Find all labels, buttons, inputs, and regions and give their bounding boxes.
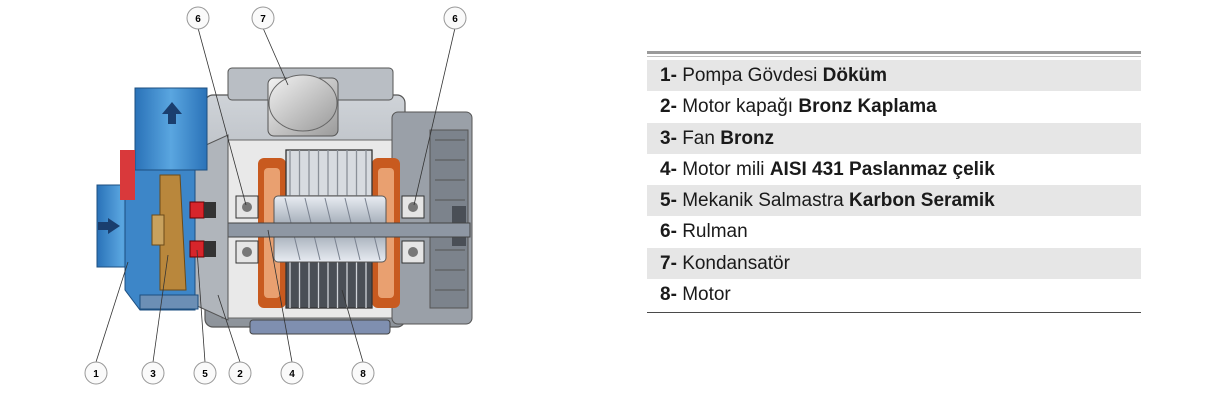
- svg-text:4: 4: [289, 369, 295, 380]
- legend-item-7: 7- Kondansatör: [647, 247, 1141, 280]
- legend-item-3: 3- Fan Bronz: [647, 122, 1141, 154]
- svg-text:8: 8: [360, 369, 366, 380]
- impeller: [159, 174, 187, 291]
- legend-item-4: 4- Motor mili AISI 431 Paslanmaz çelik: [660, 158, 995, 180]
- svg-text:1: 1: [93, 369, 99, 380]
- callout-8: 8: [351, 361, 375, 385]
- callout-4: 4: [280, 361, 304, 385]
- mechanical-seal: [189, 201, 216, 258]
- callout-7: 7: [251, 6, 275, 30]
- legend-item-8: 8- Motor: [660, 284, 731, 306]
- svg-text:6: 6: [452, 14, 458, 25]
- capacitor: [267, 74, 339, 137]
- legend-top-rule: [647, 51, 1141, 54]
- legend-item-5: 5- Mekanik Salmastra Karbon Seramik: [647, 185, 1141, 217]
- callout-6-top-right: 6: [443, 6, 467, 30]
- leader-lines: [95, 27, 456, 363]
- legend-item-6: 6- Rulman: [660, 221, 748, 243]
- legend-top-rule-thin: [647, 56, 1141, 57]
- svg-text:6: 6: [195, 14, 201, 25]
- callout-5: 5: [193, 361, 217, 385]
- legend-bottom-rule: [647, 312, 1141, 314]
- svg-text:5: 5: [202, 369, 208, 380]
- callout-1: 1: [84, 361, 108, 385]
- legend-item-2: 2- Motor kapağı Bronz Kaplama: [660, 96, 937, 118]
- bearing-right: [401, 195, 425, 264]
- svg-text:7: 7: [260, 14, 266, 25]
- legend-item-1: 1- Pompa Gövdesi Döküm: [647, 60, 1141, 92]
- callout-2: 2: [228, 361, 252, 385]
- bearing-left: [235, 195, 259, 264]
- svg-text:3: 3: [150, 369, 156, 380]
- svg-text:2: 2: [237, 369, 243, 380]
- parts-legend: 1- Pompa Gövdesi Döküm 2- Motor kapağı B…: [647, 51, 1141, 314]
- callout-3: 3: [141, 361, 165, 385]
- stator-laminations: [285, 149, 373, 309]
- callout-6-top-left: 6: [186, 6, 210, 30]
- pump-body: [96, 87, 208, 311]
- pump-cutaway-diagram: 6 7 6 1 3 5 2 4 8: [84, 6, 473, 385]
